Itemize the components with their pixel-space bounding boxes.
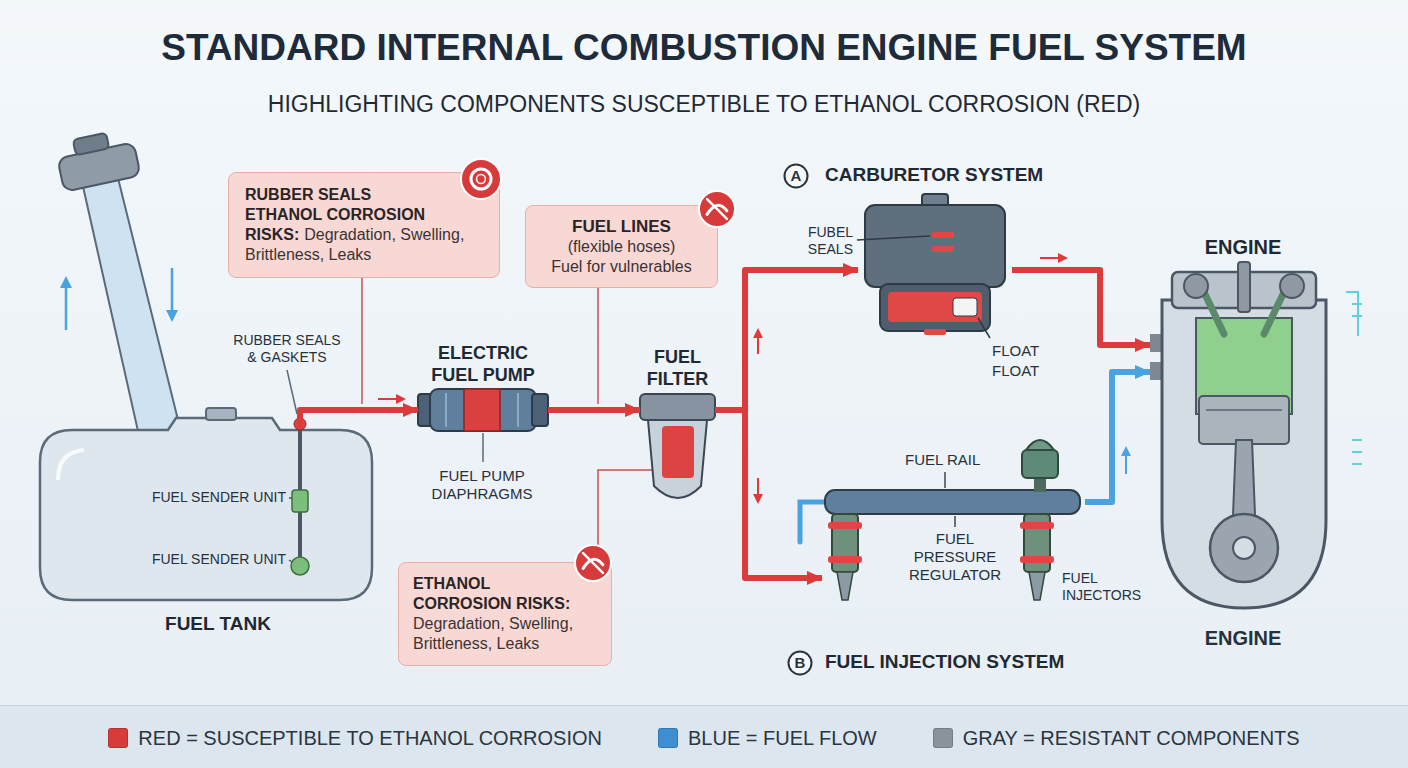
fuel-line: [1012, 270, 1150, 345]
callout-text: Degradation, Swelling, Brittleness, Leak…: [413, 614, 597, 654]
fuel-filter: FUEL FILTER: [640, 392, 715, 504]
flow-arrows: [378, 253, 1131, 504]
fuel-line: [548, 407, 640, 413]
carburetor: CARBURETOR SYSTEM: [858, 205, 1012, 335]
fuel-pump: ELECTRIC FUEL PUMP: [418, 390, 548, 430]
part-label: FUEL PUMP DIAPHRAGMS: [420, 467, 544, 503]
fuel-line: [715, 270, 858, 410]
warning-icon: [459, 157, 503, 201]
fuel-injection-drawing: [800, 440, 1080, 600]
part-label: FUEL SENDER UNIT: [120, 489, 286, 506]
part-label: FLOAT: [992, 362, 1052, 380]
engine-drawing: [1150, 262, 1362, 608]
part-label: RUBBER SEALS & GASKETS: [231, 332, 343, 366]
callout-letter: B: [787, 650, 813, 676]
callout-heading: RISKS:: [245, 226, 299, 243]
part-heading: CARBURETOR SYSTEM: [825, 163, 1043, 186]
icon-disc: [699, 191, 735, 227]
callout-letter: A: [783, 163, 809, 189]
part-heading: FUEL TANK: [52, 612, 384, 635]
part-label: FUEL PRESSURE REGULATOR: [905, 530, 1005, 584]
legend-row: RED = SUSCEPTIBLE TO ETHANOL CORROSION BL…: [0, 706, 1408, 768]
part-heading: ENGINE: [1150, 235, 1336, 259]
callout-box: ETHANOL CORROSION RISKS:Degradation, Swe…: [398, 562, 612, 666]
callout-letter-text: A: [783, 163, 809, 189]
diagram-title: STANDARD INTERNAL COMBUSTION ENGINE FUEL…: [0, 26, 1408, 70]
legend-swatch: [658, 728, 678, 748]
part-heading: ENGINE: [1150, 626, 1336, 650]
icon-slash: [583, 553, 603, 573]
callout-line: RISKS:Degradation, Swelling, Brittleness…: [245, 225, 483, 265]
legend-text: RED = SUSCEPTIBLE TO ETHANOL CORROSION: [138, 726, 602, 750]
icon-ring: [471, 169, 491, 189]
callout-text: Fuel for vulnerables: [538, 257, 705, 277]
fuel-line: [715, 410, 822, 578]
part-label: FLOAT: [992, 342, 1052, 360]
callout-heading: ETHANOL CORROSION RISKS:: [413, 574, 583, 614]
legend-item: GRAY = RESISTANT COMPONENTS: [933, 726, 1300, 750]
icon-ring: [477, 175, 486, 184]
part-label: FUEL RAIL: [905, 451, 995, 469]
part-label: FUEL SENDER UNIT: [120, 551, 286, 568]
part-heading: FUEL INJECTION SYSTEM: [825, 650, 1064, 673]
legend-text: BLUE = FUEL FLOW: [688, 726, 877, 750]
legend-swatch: [108, 728, 128, 748]
engine: ENGINE: [1150, 268, 1336, 610]
icon-slash: [707, 199, 727, 219]
fuel-tank: FUEL TANK: [40, 428, 372, 600]
carburetor-drawing: [857, 194, 1005, 338]
legend-text: GRAY = RESISTANT COMPONENTS: [963, 726, 1300, 750]
legend-item: BLUE = FUEL FLOW: [658, 726, 877, 750]
part-heading: ELECTRIC FUEL PUMP: [421, 342, 545, 386]
fuel-line: [1085, 372, 1150, 502]
legend-bar: RED = SUSCEPTIBLE TO ETHANOL CORROSION BL…: [0, 705, 1408, 768]
part-heading: FUEL FILTER: [635, 346, 720, 390]
callout-heading: FUEL LINES: [538, 216, 705, 237]
diagram-caption: HIGHLIGHTING COMPONENTS SUSCEPTIBLE TO E…: [0, 90, 1408, 118]
icon-disc: [461, 159, 501, 199]
callout-box: RUBBER SEALS ETHANOL CORROSIONRISKS:Degr…: [228, 172, 500, 278]
callout-letter-text: B: [787, 650, 813, 676]
part-label: FUEL INJECTORS: [1062, 570, 1144, 604]
part-label: FUBEL SEALS: [793, 224, 853, 258]
callout-box: FUEL LINES(flexible hoses)Fuel for vulne…: [525, 205, 718, 288]
fuel-line: [300, 410, 418, 428]
warning-icon: [573, 543, 613, 583]
fuel-pump-drawing: [418, 389, 548, 462]
fuel-filter-drawing: [640, 394, 715, 498]
callout-text: (flexible hoses): [538, 237, 705, 257]
legend-swatch: [933, 728, 953, 748]
icon-disc: [575, 545, 611, 581]
callout-heading: RUBBER SEALS ETHANOL CORROSION: [245, 185, 450, 225]
warning-icon: [697, 189, 737, 229]
legend-item: RED = SUSCEPTIBLE TO ETHANOL CORROSION: [108, 726, 602, 750]
